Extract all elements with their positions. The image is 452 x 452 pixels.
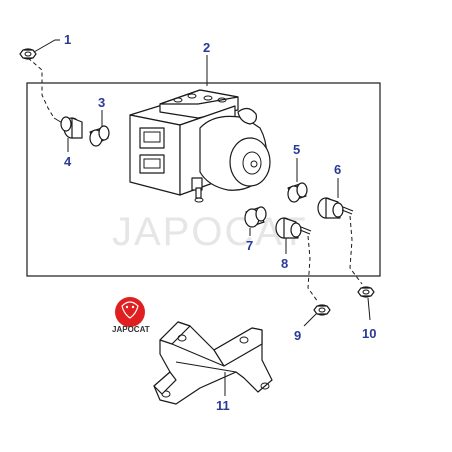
callout-2: 2	[203, 40, 210, 55]
callout-5: 5	[293, 142, 300, 157]
part-7-grommet[interactable]	[244, 206, 267, 228]
callout-10: 10	[362, 326, 376, 341]
callout-6: 6	[334, 162, 341, 177]
callout-9: 9	[294, 328, 301, 343]
part-9-flange-nut[interactable]	[313, 304, 331, 316]
part-3-grommet[interactable]	[89, 125, 110, 147]
callout-11: 11	[216, 398, 230, 413]
callout-8: 8	[281, 256, 288, 271]
watermark: JAPOCAT	[112, 210, 308, 254]
part-6-mount-bolt[interactable]	[317, 197, 354, 219]
part-4-mount-bolt[interactable]	[53, 116, 83, 139]
callout-3: 3	[98, 95, 105, 110]
logo-text: JAPOCAT	[112, 325, 150, 334]
part-11-bracket[interactable]	[153, 321, 273, 405]
callout-1: 1	[64, 32, 71, 47]
part-2-abs-modulator[interactable]	[129, 89, 271, 203]
callout-7: 7	[246, 238, 253, 253]
callout-4: 4	[64, 154, 72, 169]
part-8-mount-bolt[interactable]	[275, 217, 312, 239]
part-5-grommet[interactable]	[287, 182, 308, 203]
japocat-logo: JAPOCAT	[112, 297, 150, 334]
part-10-flange-nut[interactable]	[357, 286, 375, 298]
part-1-flange-nut[interactable]	[19, 48, 37, 60]
assembly-frame	[26, 82, 381, 277]
